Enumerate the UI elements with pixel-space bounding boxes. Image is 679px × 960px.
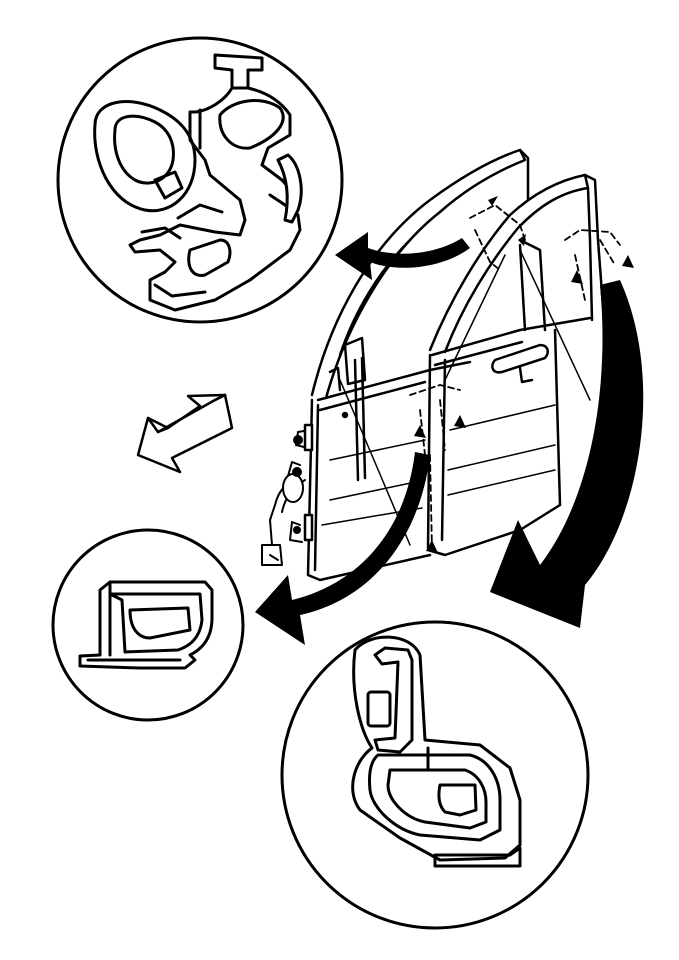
detail-circle-upper-left — [56, 36, 344, 324]
forward-direction-arrow — [136, 393, 234, 474]
front-door-assembly — [303, 148, 530, 582]
arrow-to-upper-circle — [335, 232, 470, 280]
rear-door-assembly — [426, 173, 606, 557]
detail-circle-lower-right — [280, 620, 590, 930]
upper-seal-profile — [93, 53, 303, 312]
arrow-to-lower-left-circle — [255, 452, 430, 645]
lower-right-seal-profile — [351, 635, 522, 868]
detail-circle-lower-left — [51, 528, 245, 722]
lower-left-seal-profile — [78, 580, 214, 670]
door-handle — [491, 343, 549, 374]
wiring-harness — [261, 429, 311, 566]
small-arrows — [414, 196, 634, 553]
